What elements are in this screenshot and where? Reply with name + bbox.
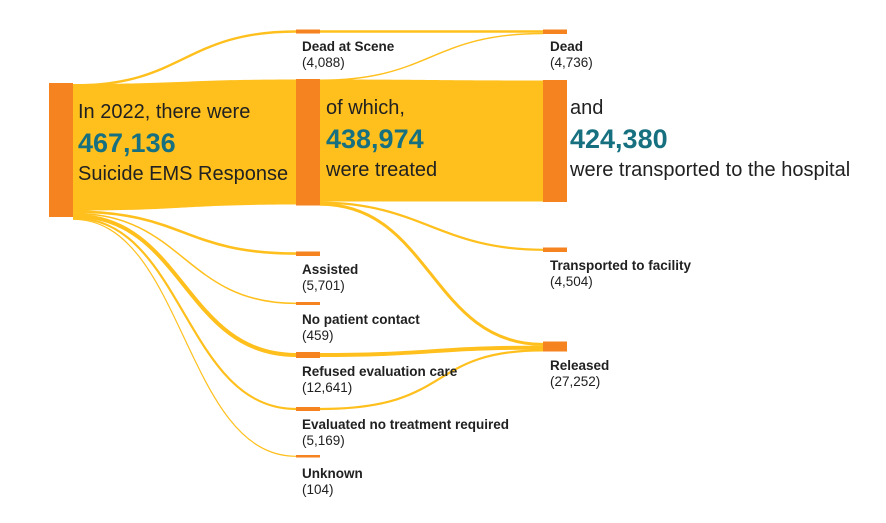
label-transported-to-facility-count: (4,504) bbox=[550, 274, 593, 289]
node-released-bar[interactable] bbox=[543, 341, 567, 352]
label-released: Released (27,252) bbox=[550, 358, 609, 390]
flow-treated-to-released[interactable] bbox=[319, 202, 544, 346]
flow-evaluated-to-released[interactable] bbox=[319, 349, 544, 411]
label-assisted: Assisted (5,701) bbox=[302, 262, 358, 294]
label-no-patient-contact-count: (459) bbox=[302, 328, 334, 343]
label-refused-evaluation-care-count: (12,641) bbox=[302, 380, 353, 395]
flow-source-to-evaluated-no-treatment[interactable] bbox=[72, 216, 297, 411]
label-dead-count: (4,736) bbox=[550, 55, 593, 70]
node-hospital-bar[interactable] bbox=[543, 80, 567, 202]
node-source-bar[interactable] bbox=[49, 83, 73, 217]
label-assisted-name: Assisted bbox=[302, 262, 359, 277]
label-transported-to-facility-name: Transported to facility bbox=[550, 258, 692, 273]
source-value: 467,136 bbox=[78, 128, 176, 158]
flow-refused-to-released[interactable] bbox=[319, 345, 544, 357]
treated-node-text: of which, 438,974 were treated bbox=[326, 94, 437, 184]
label-dead-at-scene-name: Dead at Scene bbox=[302, 39, 395, 54]
flow-source-to-unknown[interactable] bbox=[72, 218, 297, 457]
label-transported-to-facility: Transported to facility (4,504) bbox=[550, 258, 691, 290]
flow-treated-to-dead[interactable] bbox=[319, 32, 544, 81]
label-unknown: Unknown (104) bbox=[302, 466, 363, 498]
node-unknown-bar[interactable] bbox=[296, 455, 320, 458]
label-dead-at-scene: Dead at Scene (4,088) bbox=[302, 39, 394, 71]
hospital-value: 424,380 bbox=[570, 124, 668, 154]
hospital-label: were transported to the hospital bbox=[570, 159, 851, 181]
node-treated-bar[interactable] bbox=[296, 79, 320, 206]
treated-value: 438,974 bbox=[326, 124, 424, 154]
flow-source-to-treated[interactable] bbox=[73, 79, 296, 211]
label-dead-name: Dead bbox=[550, 39, 584, 54]
label-no-patient-contact: No patient contact (459) bbox=[302, 312, 420, 344]
label-assisted-count: (5,701) bbox=[302, 278, 345, 293]
hospital-intro: and bbox=[570, 97, 604, 119]
node-assisted-bar[interactable] bbox=[296, 251, 320, 257]
label-evaluated-no-treatment-name: Evaluated no treatment required bbox=[302, 417, 510, 432]
label-released-count: (27,252) bbox=[550, 374, 601, 389]
node-transported-to-facility-bar[interactable] bbox=[543, 247, 567, 253]
flow-source-to-no-patient-contact[interactable] bbox=[72, 212, 297, 305]
flow-source-to-refused-evaluation-care[interactable] bbox=[72, 213, 297, 357]
label-unknown-count: (104) bbox=[302, 482, 334, 497]
node-dead-bar[interactable] bbox=[543, 29, 567, 35]
label-no-patient-contact-name: No patient contact bbox=[302, 312, 420, 327]
label-refused-evaluation-care: Refused evaluation care (12,641) bbox=[302, 364, 457, 396]
treated-intro: of which, bbox=[326, 97, 405, 119]
hospital-node-text: and 424,380 were transported to the hosp… bbox=[570, 94, 850, 184]
label-released-name: Released bbox=[550, 358, 610, 373]
source-intro: In 2022, there were bbox=[78, 101, 251, 123]
flow-source-to-dead-at-scene[interactable] bbox=[72, 30, 297, 87]
flow-source-to-assisted[interactable] bbox=[72, 210, 297, 255]
label-refused-evaluation-care-name: Refused evaluation care bbox=[302, 364, 458, 379]
node-no-patient-contact-bar[interactable] bbox=[296, 302, 320, 305]
label-evaluated-no-treatment: Evaluated no treatment required (5,169) bbox=[302, 417, 509, 449]
label-unknown-name: Unknown bbox=[302, 466, 363, 481]
label-evaluated-no-treatment-count: (5,169) bbox=[302, 433, 345, 448]
label-dead-at-scene-count: (4,088) bbox=[302, 55, 345, 70]
flow-treated-to-facility[interactable] bbox=[319, 201, 544, 251]
node-refused-evaluation-care-bar[interactable] bbox=[296, 352, 320, 358]
flow-treated-to-hospital[interactable] bbox=[320, 79, 543, 202]
node-dead-at-scene-bar[interactable] bbox=[296, 29, 320, 34]
source-label: Suicide EMS Response bbox=[78, 163, 289, 185]
treated-label: were treated bbox=[326, 159, 438, 181]
label-dead: Dead (4,736) bbox=[550, 39, 593, 71]
source-node-text: In 2022, there were 467,136 Suicide EMS … bbox=[78, 98, 288, 188]
node-evaluated-no-treatment-bar[interactable] bbox=[296, 407, 320, 411]
